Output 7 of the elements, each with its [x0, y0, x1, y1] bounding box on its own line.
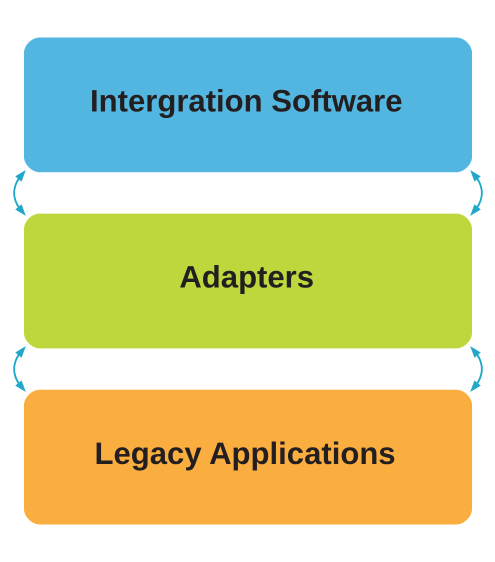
node-box: Adapters	[23, 214, 472, 348]
arrow	[470, 170, 482, 216]
node-box: Legacy Applications	[23, 390, 472, 524]
arrow	[12, 170, 26, 216]
arrow	[470, 346, 482, 392]
arrow	[12, 346, 26, 392]
node-box: Intergration Software	[23, 38, 472, 172]
